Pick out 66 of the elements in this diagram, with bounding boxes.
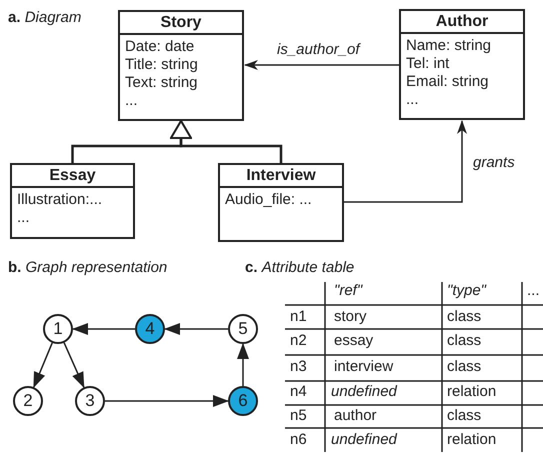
column-header: "ref"	[334, 282, 362, 299]
row-header: n5	[290, 407, 307, 424]
panel-heading: a. Diagram	[8, 9, 82, 26]
class-name: Essay	[12, 165, 133, 188]
arrow	[237, 343, 249, 386]
class-box	[399, 9, 525, 120]
table-cell: class	[447, 308, 482, 325]
row-header: n4	[290, 383, 307, 400]
class-name: Interview	[220, 165, 342, 188]
attribute-text: ...	[16, 209, 31, 227]
attribute-text: Title: string	[124, 56, 199, 74]
node-number: 5	[238, 319, 248, 339]
table-cell: relation	[447, 431, 496, 448]
node-number: 4	[145, 319, 155, 339]
node-number: 1	[53, 319, 63, 339]
table-cell: class	[447, 407, 482, 424]
arrow	[344, 120, 467, 203]
attribute-text: ...	[405, 91, 420, 109]
attribute-text: Illustration:...	[16, 191, 104, 209]
arrow	[63, 342, 85, 388]
edge-label: grants	[471, 154, 517, 171]
class-name: Story	[120, 12, 242, 35]
graph-node-circle	[13, 386, 43, 416]
row-header: n1	[290, 308, 307, 325]
table-cell: class	[447, 358, 482, 375]
graph-node-circle	[228, 314, 258, 344]
table-cell: class	[447, 332, 482, 349]
node-number: 6	[238, 391, 248, 411]
table-cell: essay	[334, 332, 374, 349]
column-header: ...	[527, 282, 540, 299]
column-header: "type"	[447, 282, 486, 299]
graph-node-circle	[75, 386, 105, 416]
table-cell: undefined	[331, 383, 397, 400]
arrow	[164, 323, 228, 335]
graph-node-circle	[228, 386, 258, 416]
arrow	[72, 323, 135, 335]
node-number: 2	[23, 391, 33, 411]
attribute-text: Audio_file: ...	[224, 191, 313, 209]
graph-node-circle	[43, 314, 73, 344]
panel-heading: c. Attribute table	[245, 259, 354, 276]
edge-label: is_author_of	[275, 41, 362, 58]
table-cell: undefined	[331, 431, 397, 448]
row-header: n6	[290, 431, 307, 448]
table-cell: story	[334, 308, 367, 325]
attribute-text: Tel: int	[405, 55, 450, 73]
table-cell: relation	[447, 383, 496, 400]
attribute-text: Email: string	[405, 73, 490, 91]
inheritance-arrow	[170, 120, 282, 163]
attribute-text: ...	[124, 92, 139, 110]
attribute-text: Name: string	[405, 37, 492, 55]
attribute-text: Text: string	[124, 74, 199, 92]
class-box	[218, 163, 344, 242]
graph-node-circle	[135, 314, 165, 344]
arrow	[105, 395, 229, 407]
arrow	[33, 342, 53, 388]
panel-heading: b. Graph representation	[8, 259, 168, 276]
row-header: n2	[290, 332, 307, 349]
class-box	[10, 163, 135, 239]
attribute-text: Date: date	[124, 38, 196, 56]
node-number: 3	[85, 391, 95, 411]
row-header: n3	[290, 358, 307, 375]
table-cell: interview	[334, 358, 394, 375]
arrow	[244, 60, 399, 70]
table-cell: author	[334, 407, 377, 424]
class-box	[118, 10, 244, 121]
class-name: Author	[401, 11, 523, 34]
